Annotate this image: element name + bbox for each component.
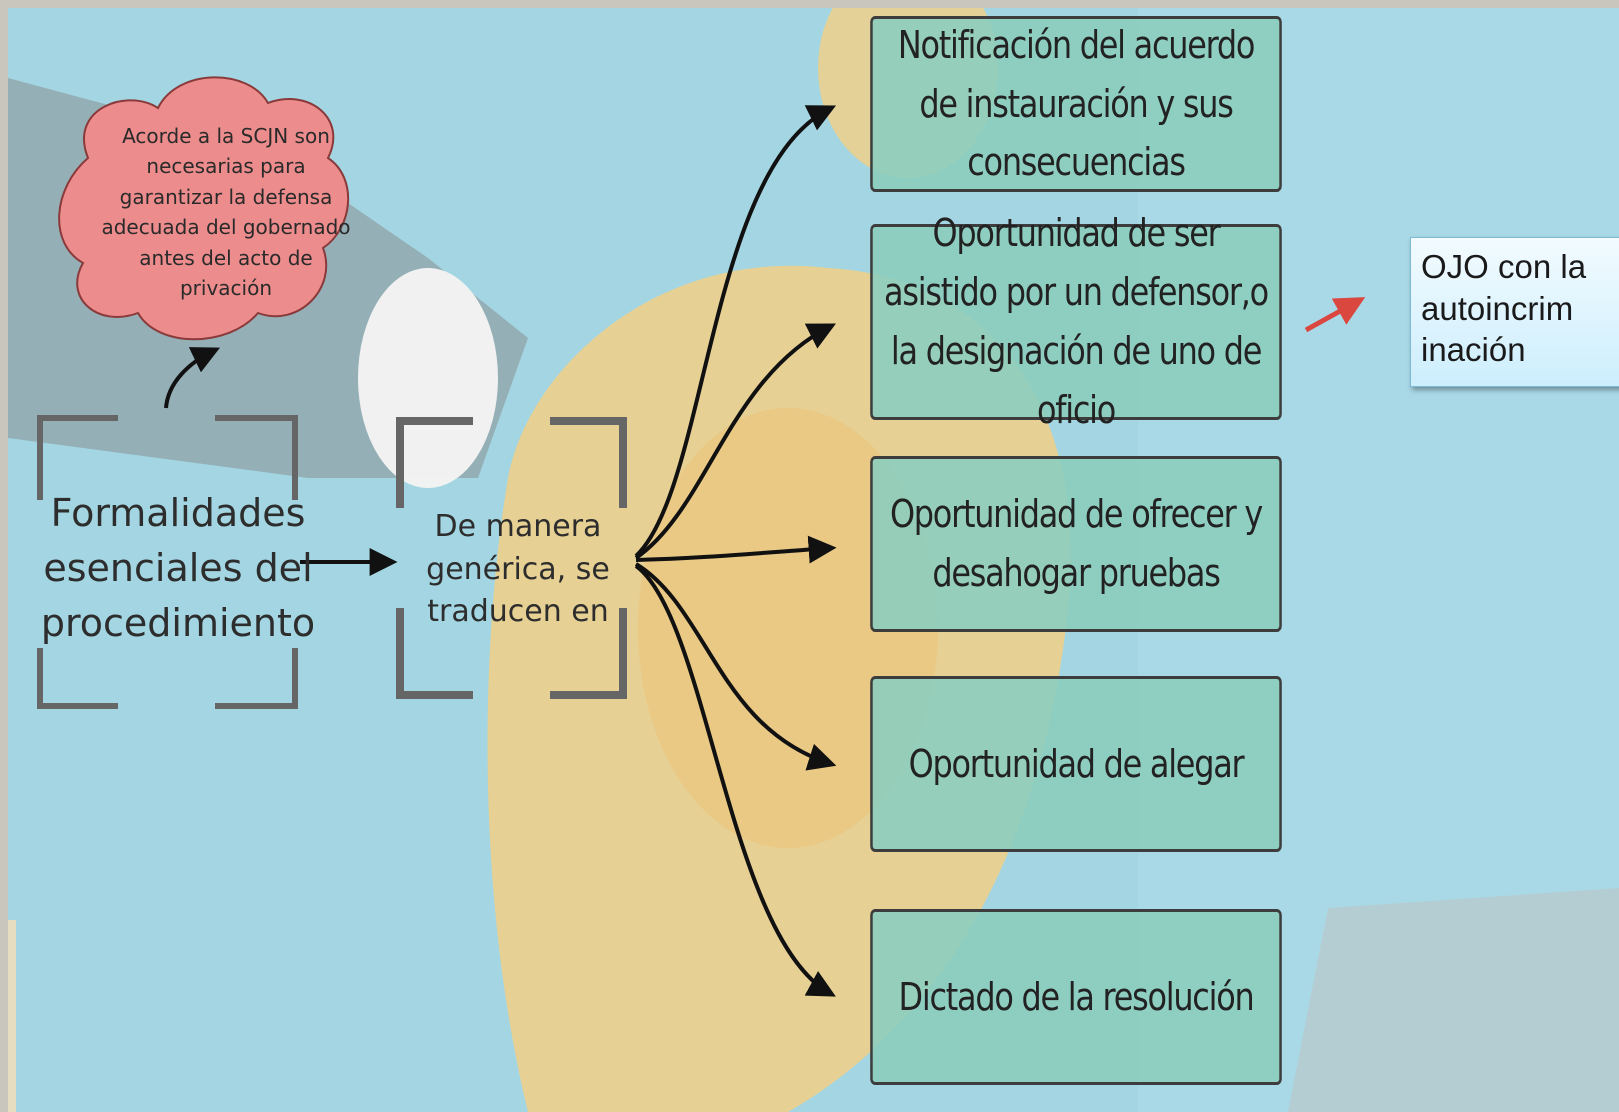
box-resolucion: Dictado de la resolución (870, 909, 1282, 1085)
middle-label: De manera genérica, se traducen en (426, 509, 610, 630)
left-bracket (37, 415, 298, 709)
arrow-to-box-5 (634, 564, 836, 997)
cloud-shape (58, 76, 349, 341)
arrow-to-box-2 (634, 323, 836, 560)
diagram-canvas: Acorde a la SCJN son necesarias para gar… (8, 8, 1619, 1112)
box-notificacion: Notificación del acuerdo de instauración… (870, 16, 1282, 192)
left-label: Formalidades esenciales del procedimient… (40, 491, 316, 646)
box-pruebas: Oportunidad de ofrecer y desahogar prueb… (870, 456, 1282, 632)
box-alegar: Oportunidad de alegar (870, 676, 1282, 852)
note-arrow (1304, 297, 1366, 333)
cloud-text: Acorde a la SCJN son necesarias para gar… (101, 124, 351, 300)
box-defensor: Oportunidad de ser asistido por un defen… (870, 211, 1282, 432)
middle-bracket (396, 417, 627, 699)
arrow-to-box-4 (634, 562, 837, 771)
note-callout: OJO con la autoincrim inación (1410, 237, 1619, 387)
background-artwork (8, 8, 1619, 1112)
arrow-to-box-3 (635, 535, 837, 564)
arrow-to-box-1 (634, 105, 837, 558)
connector-layer (37, 76, 1366, 997)
arrow-to-cloud (164, 347, 221, 409)
